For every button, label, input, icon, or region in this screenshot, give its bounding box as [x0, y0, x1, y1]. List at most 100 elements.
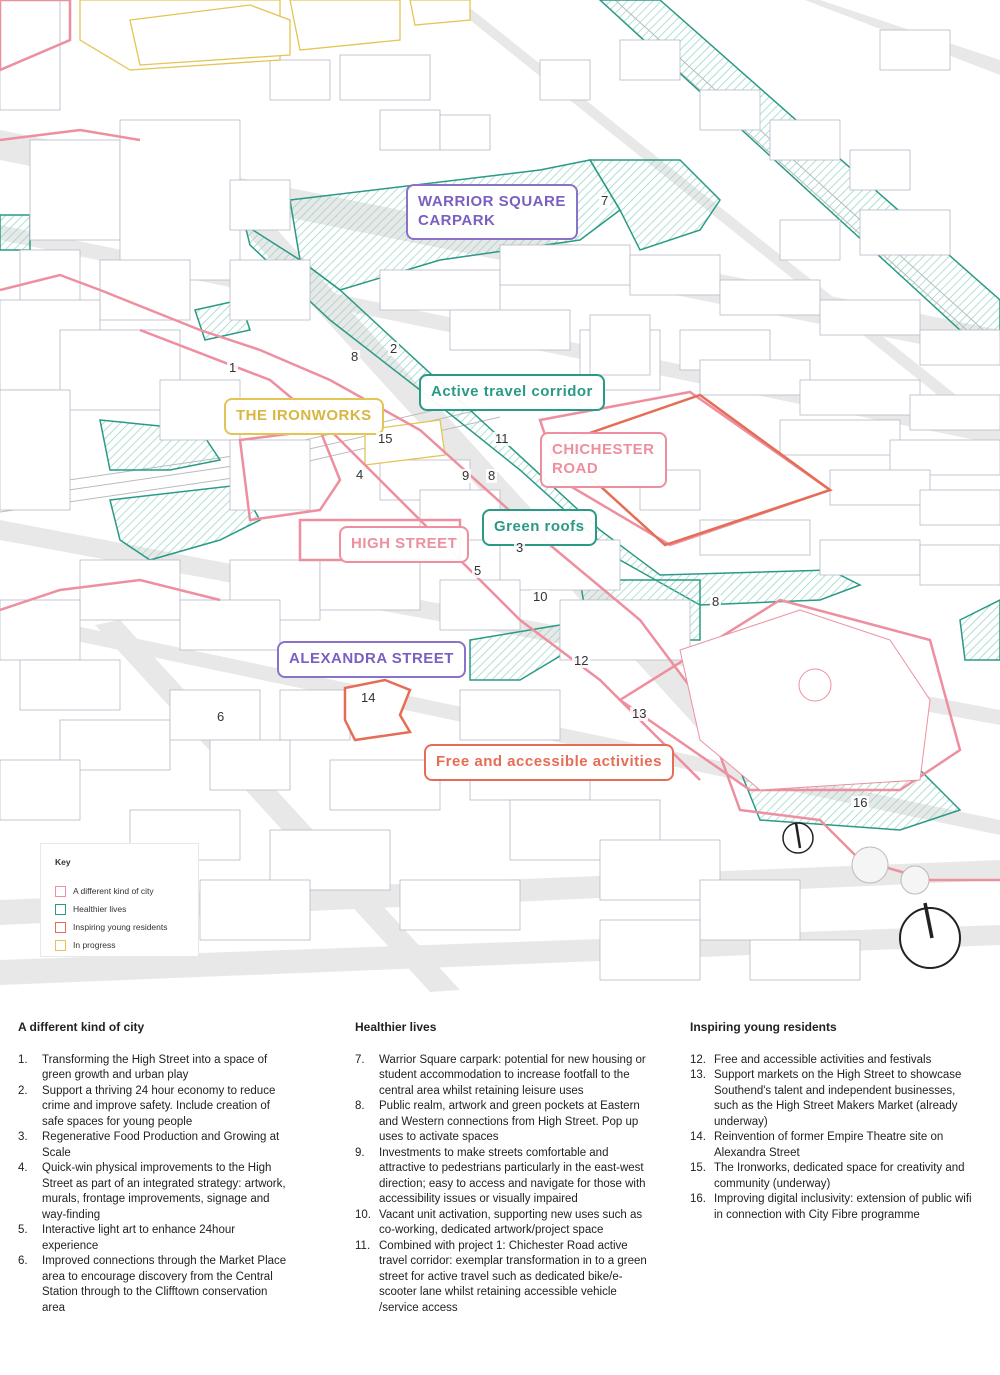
legend-item-text: The Ironworks, dedicated space for creat…	[714, 1162, 965, 1190]
in-progress-buildings	[79, 0, 471, 466]
label-alexandra: ALEXANDRA STREET	[277, 641, 466, 678]
legend-item-number: 9.	[355, 1146, 365, 1159]
label-active-travel: Active travel corridor	[419, 374, 605, 411]
map-number: 9	[460, 468, 472, 484]
legend-item: 10. Vacant unit activation, supporting ne…	[355, 1208, 650, 1239]
legend-item-number: 6.	[18, 1255, 28, 1267]
legend-item: 6. Improved connections through the Marke…	[18, 1254, 293, 1316]
label-chichester: CHICHESTER ROAD	[540, 432, 667, 488]
legend-item: 16. Improving digital inclusivity: extens…	[690, 1192, 975, 1223]
legend-item: 2. Support a thriving 24 hour economy to …	[18, 1084, 293, 1131]
legend-item: 14. Reinvention of former Empire Theatre …	[690, 1130, 975, 1161]
key-swatch-progress	[55, 939, 66, 951]
buildings	[0, 0, 1000, 981]
legend-item-number: 3.	[18, 1131, 28, 1143]
legend-item: 9. Investments to make streets comfortabl…	[355, 1146, 650, 1208]
legend-list: 1. Transforming the High Street into a sp…	[18, 1053, 293, 1317]
legend-item: 3. Regenerative Food Production and Growi…	[18, 1130, 293, 1161]
legend-item: 13. Support markets on the High Street to…	[690, 1068, 975, 1130]
legend-column-health: Healthier lives 7. Warrior Square carpark…	[355, 1020, 650, 1316]
map-number: 14	[359, 690, 378, 706]
key-title: Key	[55, 857, 71, 867]
key-item: Inspiring young residents	[55, 921, 168, 933]
legend-item-number: 5.	[18, 1224, 28, 1236]
key-item: A different kind of city	[55, 885, 154, 897]
legend-item-number: 4.	[18, 1162, 28, 1174]
legend-item: 7. Warrior Square carpark: potential for …	[355, 1053, 650, 1100]
label-green-roofs: Green roofs	[482, 509, 597, 546]
map-number: 1	[227, 360, 239, 376]
key-item: Healthier lives	[55, 903, 126, 915]
legend-item-number: 15.	[690, 1162, 706, 1174]
map-key: Key A different kind of city Healthier l…	[40, 843, 199, 957]
legend-item-text: Investments to make streets comfortable …	[379, 1146, 646, 1206]
key-swatch-city	[55, 885, 66, 897]
legend-item-number: 1.	[18, 1053, 28, 1066]
map-number: 6	[215, 709, 227, 725]
legend-item-text: Combined with project 1: Chichester Road…	[379, 1239, 647, 1314]
legend-item-text: Improving digital inclusivity: extension…	[714, 1193, 972, 1221]
key-swatch-young	[55, 921, 66, 933]
map-drawing	[0, 0, 1000, 992]
legend-item: 15. The Ironworks, dedicated space for cr…	[690, 1161, 975, 1192]
legend-item-text: Support markets on the High Street to sh…	[714, 1069, 962, 1128]
map-number: 15	[376, 431, 395, 447]
legend-item-text: Support a thriving 24 hour economy to re…	[42, 1084, 276, 1128]
map-number: 8	[486, 468, 498, 484]
legend-item-text: Quick-win physical improvements to the H…	[42, 1162, 286, 1221]
legend-item-number: 13.	[690, 1069, 706, 1081]
legend-item-text: Public realm, artwork and green pockets …	[379, 1100, 640, 1143]
legend-item-text: Regenerative Food Production and Growing…	[42, 1131, 280, 1159]
legend-item-text: Improved connections through the Market …	[42, 1255, 287, 1314]
legend-item-text: Warrior Square carpark: potential for ne…	[379, 1053, 646, 1097]
empire-theatre-parcel	[343, 678, 413, 742]
legend-item-number: 11.	[355, 1239, 371, 1252]
map-number: 4	[354, 467, 366, 483]
map-number: 3	[514, 540, 526, 556]
legend-item: 8. Public realm, artwork and green pocket…	[355, 1099, 650, 1146]
legend-item-number: 7.	[355, 1053, 365, 1066]
label-ironworks: THE IRONWORKS	[224, 398, 384, 435]
legend-item-text: Transforming the High Street into a spac…	[42, 1053, 268, 1082]
chichester-parcel	[552, 393, 833, 547]
label-high-street: HIGH STREET	[339, 526, 470, 563]
legend-item: 12. Free and accessible activities and fe…	[690, 1053, 975, 1069]
map-number: 7	[599, 193, 611, 209]
legend-heading: A different kind of city	[18, 1020, 145, 1034]
label-warrior-square: WARRIOR SQUARE CARPARK	[406, 184, 578, 240]
project-legend: A different kind of city 1. Transforming …	[0, 1010, 1000, 1375]
legend-heading: Inspiring young residents	[690, 1020, 837, 1034]
shopping-centre	[679, 609, 931, 895]
legend-item-number: 10.	[355, 1208, 371, 1221]
legend-column-young: Inspiring young residents 12. Free and ac…	[690, 1020, 975, 1223]
legend-heading: Healthier lives	[355, 1020, 437, 1034]
map-number: 13	[630, 706, 649, 722]
legend-item: 11. Combined with project 1: Chichester R…	[355, 1239, 650, 1317]
legend-item-number: 2.	[18, 1084, 28, 1097]
legend-item-number: 16.	[690, 1193, 706, 1205]
legend-item-text: Reinvention of former Empire Theatre sit…	[714, 1131, 944, 1159]
map-number: 16	[851, 795, 870, 811]
legend-item: 4. Quick-win physical improvements to the…	[18, 1161, 293, 1223]
legend-list: 12. Free and accessible activities and fe…	[690, 1053, 975, 1224]
legend-item: 1. Transforming the High Street into a sp…	[18, 1053, 293, 1084]
map-number: 10	[531, 589, 550, 605]
label-free-activities: Free and accessible activities	[424, 744, 674, 781]
map-number: 8	[710, 594, 722, 610]
legend-item-text: Free and accessible activities and festi…	[714, 1053, 932, 1066]
legend-item-number: 14.	[690, 1131, 706, 1143]
compass	[782, 822, 961, 969]
map-number: 5	[472, 563, 484, 579]
axonometric-map: WARRIOR SQUARE CARPARK Active travel cor…	[0, 0, 1000, 992]
legend-item-text: Vacant unit activation, supporting new u…	[379, 1208, 643, 1237]
map-number: 12	[572, 653, 591, 669]
legend-column-city: A different kind of city 1. Transforming …	[18, 1020, 293, 1316]
legend-item: 5.Interactive light art to enhance 24hou…	[18, 1223, 293, 1254]
map-number: 11	[493, 431, 511, 447]
legend-item-number: 8.	[355, 1100, 365, 1112]
key-swatch-health	[55, 903, 66, 915]
legend-item-number: 12.	[690, 1053, 706, 1066]
legend-list: 7. Warrior Square carpark: potential for …	[355, 1053, 650, 1317]
key-item: In progress	[55, 939, 116, 951]
map-number: 2	[388, 341, 400, 357]
